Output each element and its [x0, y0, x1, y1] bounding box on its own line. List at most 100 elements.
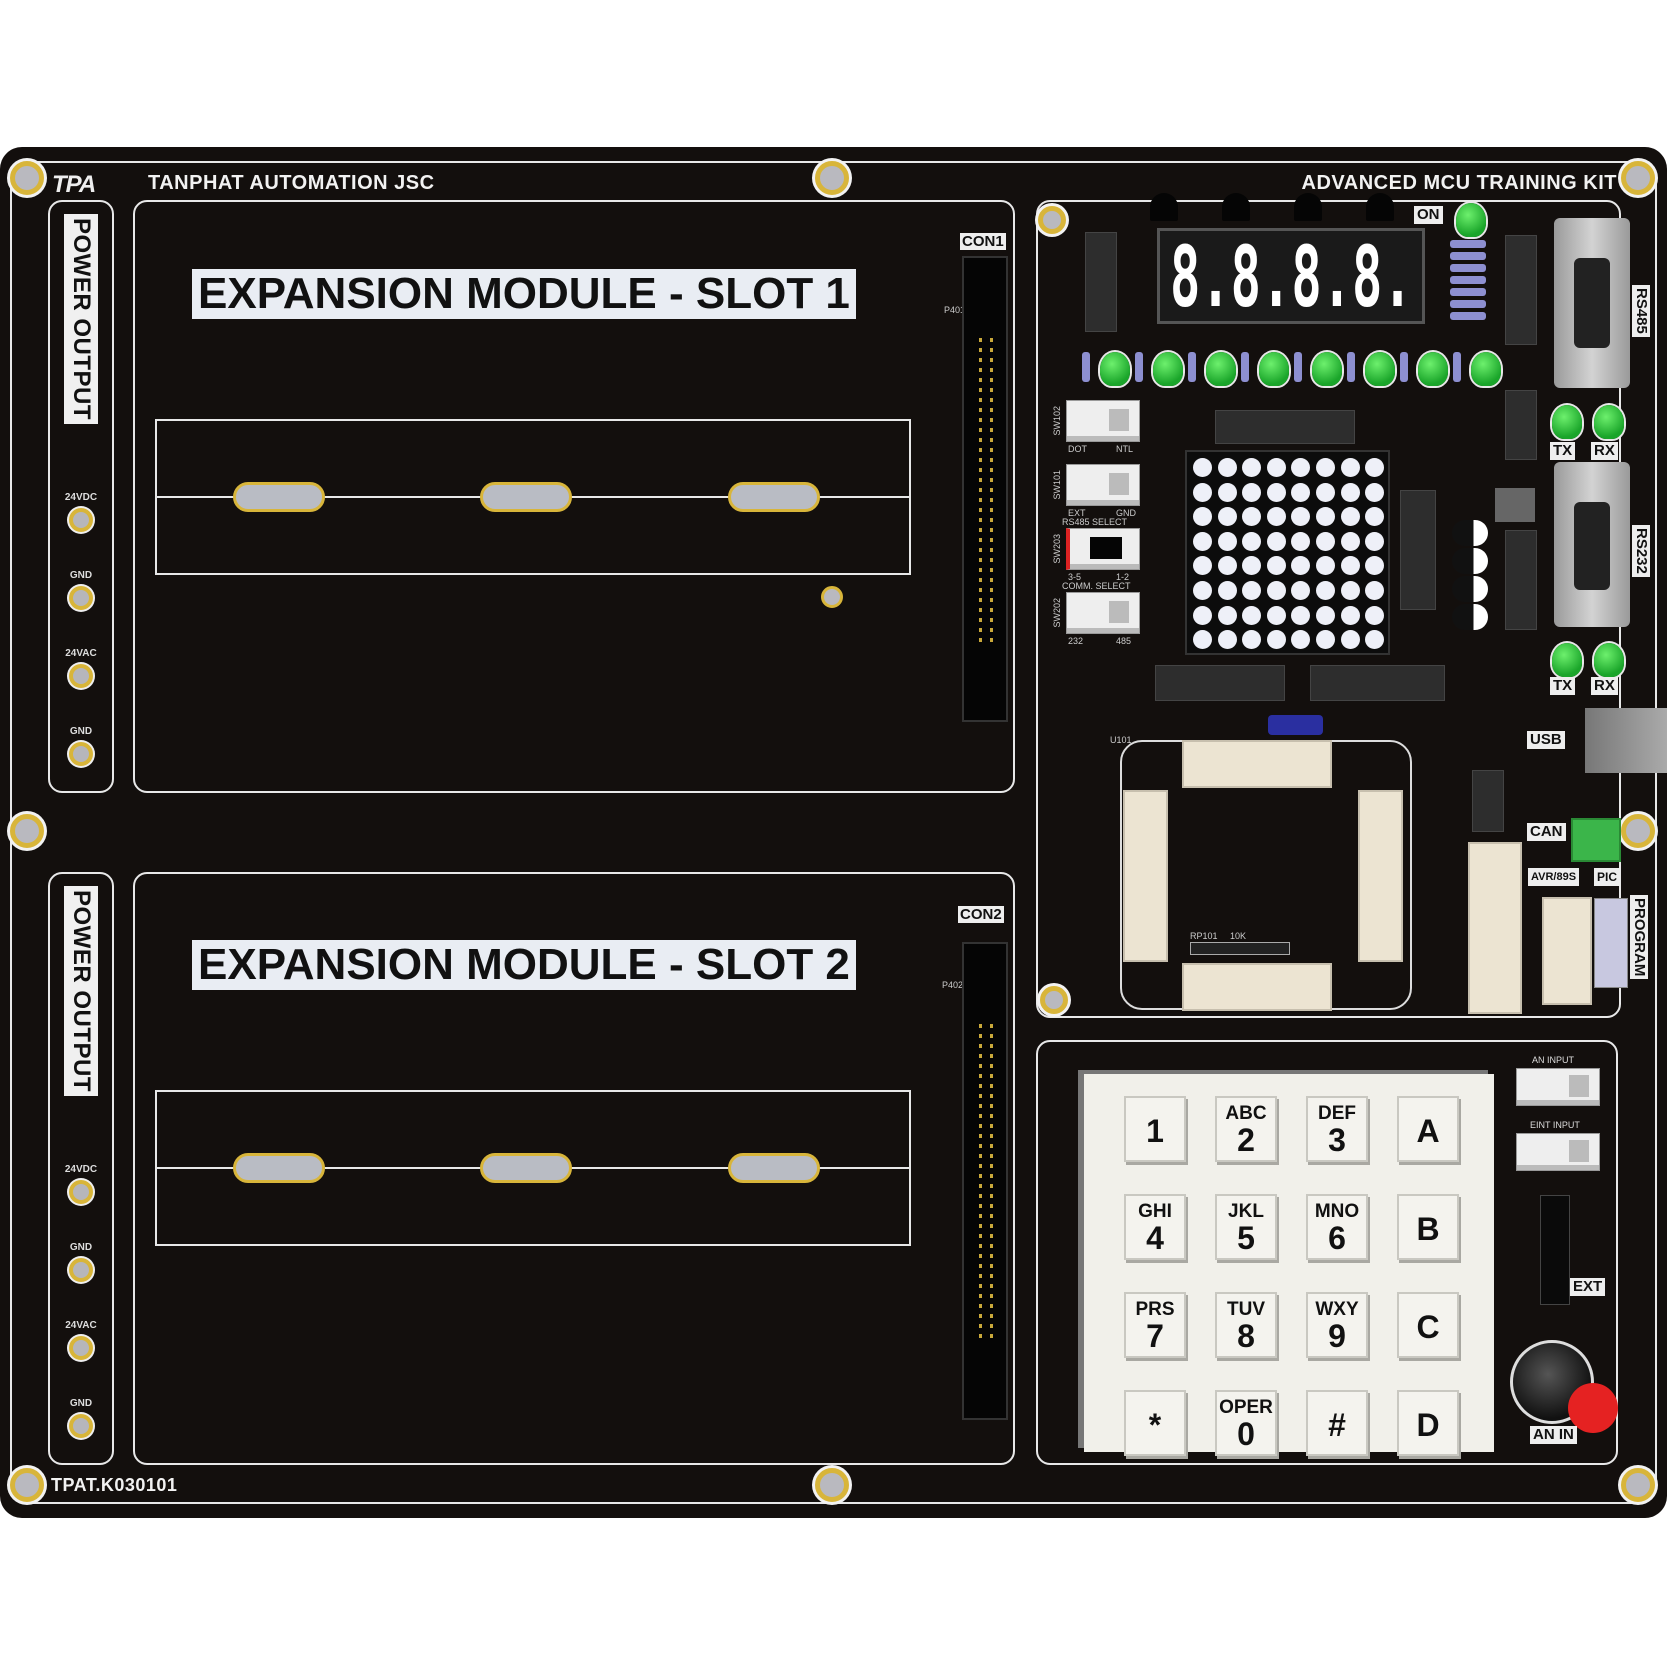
matrix-led [1340, 531, 1360, 551]
banana-jack[interactable] [69, 508, 93, 532]
banana-jack[interactable] [69, 664, 93, 688]
key-symbol: B [1416, 1211, 1440, 1247]
matrix-led [1217, 458, 1237, 477]
rs485-db9-connector[interactable] [1554, 218, 1630, 388]
banana-jack[interactable] [69, 1414, 93, 1438]
connector-pin [990, 1164, 993, 1168]
avr-program-header[interactable] [1468, 842, 1522, 1014]
mounting-hole [1621, 1468, 1655, 1502]
led [1471, 352, 1501, 386]
keypad-key-B[interactable]: B [1397, 1194, 1459, 1260]
tx-label: TX [1550, 442, 1576, 460]
connector-pin [990, 1304, 993, 1308]
keypad-key-*[interactable]: * [1124, 1390, 1186, 1456]
keypad-key-C[interactable]: C [1397, 1292, 1459, 1358]
program-connector[interactable] [1594, 898, 1628, 988]
an-input-switch[interactable] [1516, 1068, 1600, 1106]
matrix-led [1242, 458, 1262, 477]
terminal-label: GND [69, 570, 93, 581]
matrix-led [1217, 581, 1237, 600]
rs232-db9-connector[interactable] [1554, 462, 1630, 627]
potentiometer-knob[interactable] [1568, 1383, 1618, 1433]
matrix-led [1291, 507, 1311, 527]
banana-jack[interactable] [69, 1180, 93, 1204]
rail-slot-hole [233, 482, 325, 512]
matrix-led [1365, 581, 1385, 600]
connector-pin [990, 1314, 993, 1318]
switch-right-label: NTL [1116, 444, 1134, 454]
connector-pin [990, 1244, 993, 1248]
matrix-led [1365, 458, 1385, 477]
rx-led-rs232 [1594, 643, 1624, 677]
led-matrix-8x8 [1185, 450, 1390, 655]
switch-knob[interactable] [1090, 537, 1122, 559]
banana-jack[interactable] [69, 1336, 93, 1360]
connector-pin [979, 508, 982, 512]
port-header-bottom[interactable] [1182, 963, 1332, 1011]
switch-right-label: 1-2 [1116, 572, 1130, 582]
banana-jack[interactable] [69, 1258, 93, 1282]
port-header-right[interactable] [1358, 790, 1403, 962]
matrix-led [1266, 630, 1286, 650]
connector-pin [979, 1264, 982, 1268]
connector-pin [979, 1274, 982, 1278]
keypad-key-#[interactable]: # [1306, 1390, 1368, 1456]
connector-pin [979, 398, 982, 402]
connector-pin [979, 1114, 982, 1118]
button-sw201[interactable] [1495, 488, 1535, 522]
matrix-led [1316, 581, 1335, 600]
connector-pin [979, 1324, 982, 1328]
io-panel [1036, 1040, 1618, 1465]
banana-jack[interactable] [69, 586, 93, 610]
slide-switch-sw203[interactable] [1066, 528, 1140, 570]
eint-input-switch[interactable] [1516, 1133, 1600, 1171]
matrix-led [1365, 531, 1385, 551]
keypad-key-D[interactable]: D [1397, 1390, 1459, 1456]
resistor [1450, 240, 1486, 248]
seven-segment-display: 8.8.8.8. [1157, 228, 1425, 324]
terminal-label: GND [69, 1242, 93, 1253]
capacitor [1452, 576, 1488, 602]
con1-connector[interactable] [962, 256, 1008, 722]
banana-jack[interactable] [69, 742, 93, 766]
mounting-hole [1040, 986, 1068, 1014]
connector-pin [979, 1094, 982, 1098]
key-symbol: A [1416, 1113, 1440, 1149]
connector-pin [979, 1244, 982, 1248]
matrix-led [1365, 556, 1385, 576]
power-output-title: POWER OUTPUT [64, 886, 98, 1096]
connector-pin [990, 1124, 993, 1128]
port-header-top[interactable] [1182, 740, 1332, 788]
keypad-key-A[interactable]: A [1397, 1096, 1459, 1162]
usb-port[interactable] [1585, 708, 1667, 773]
matrix-led [1316, 605, 1335, 625]
power-output-title: POWER OUTPUT [64, 214, 98, 424]
switch-knob[interactable] [1109, 409, 1129, 431]
connector-pin [979, 1124, 982, 1128]
port-header-left[interactable] [1123, 790, 1168, 962]
capacitor [1452, 520, 1488, 546]
slide-switch-sw202[interactable] [1066, 592, 1140, 634]
terminal-label: 24VAC [65, 648, 97, 659]
switch-knob[interactable] [1109, 473, 1129, 495]
key-symbol: 5 [1237, 1220, 1255, 1256]
con2-connector[interactable] [962, 942, 1008, 1420]
connector-pin [979, 618, 982, 622]
keypad-key-1[interactable]: 1 [1124, 1096, 1186, 1162]
slide-switch-sw102[interactable] [1066, 400, 1140, 442]
connector-pin [979, 558, 982, 562]
pic-program-header[interactable] [1542, 897, 1592, 1005]
switch-knob[interactable] [1109, 601, 1129, 623]
connector-pin [979, 1224, 982, 1228]
can-terminal-block[interactable] [1571, 818, 1621, 862]
slide-switch-sw101[interactable] [1066, 464, 1140, 506]
